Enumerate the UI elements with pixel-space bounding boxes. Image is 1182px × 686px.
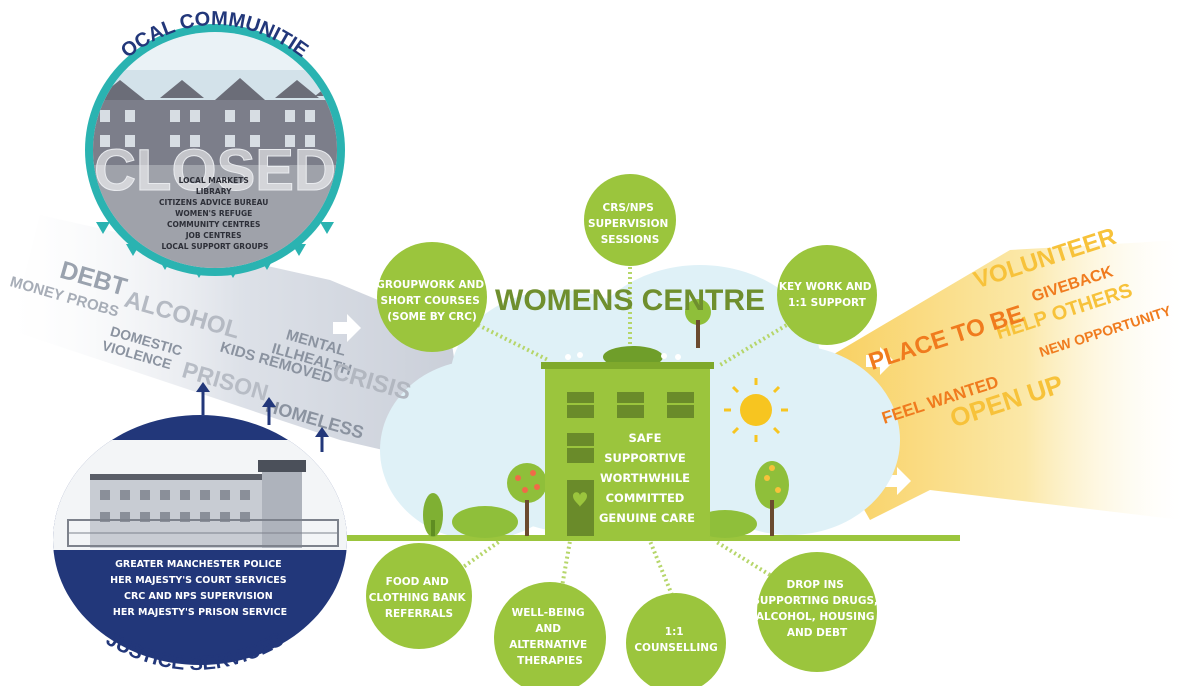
local-communities-circle: CLOSED LOCAL MARKETS LIBRARY CITIZENS AD… — [0, 0, 345, 278]
service-keywork: KEY WORK AND 1:1 SUPPORT — [777, 245, 877, 345]
svg-text:DROP INS SUPPORTING DRUG: DROP INS SUPPORTING DRUGS, ALCOHOL, HOUS… — [752, 579, 881, 639]
problems-arrow — [10, 215, 470, 470]
closed-overlay: CLOSED — [94, 138, 336, 203]
svg-text:GROUPWORK AND SHORT COUR: GROUPWORK AND SHORT COURSES (SOME BY CRC… — [376, 279, 488, 323]
centre-title: WOMENS CENTRE — [495, 284, 765, 317]
justice-services-list: GREATER MANCHESTER POLICE HER MAJESTY'S … — [110, 559, 290, 618]
value-safe: SAFE — [629, 431, 662, 445]
heart-icon — [573, 492, 587, 507]
svg-text:WELL-BEING AND ALT: WELL-BEING AND ALTERNATIVE THERAPIES — [509, 607, 591, 667]
value-supportive: SUPPORTIVE — [604, 451, 686, 465]
service-groupwork: GROUPWORK AND SHORT COURSES (SOME BY CRC… — [376, 242, 488, 352]
service-counselling: 1:1 COUNSELLING — [626, 593, 726, 686]
svg-text:KEY WORK AND 1:1 SUPPORT: KEY WORK AND 1:1 SUPPORT — [779, 281, 875, 309]
arrow-icon — [333, 314, 361, 342]
service-crs: CRS/NPS SUPERVISION SESSIONS — [584, 174, 676, 266]
justice-services-circle: GREATER MANCHESTER POLICE HER MAJESTY'S … — [53, 382, 347, 675]
connector-lines — [450, 262, 797, 599]
local-communities-list: LOCAL MARKETS LIBRARY CITIZENS ADVICE BU… — [159, 176, 271, 251]
service-wellbeing: WELL-BEING AND ALTERNATIVE THERAPIES — [494, 582, 606, 686]
sun-icon — [724, 378, 788, 442]
arrow-up-icon — [196, 382, 329, 437]
ground-line — [345, 535, 960, 541]
service-food: FOOD AND CLOTHING BANK REFERRALS — [366, 543, 472, 649]
value-committed: COMMITTED — [606, 491, 685, 505]
womens-centre-building: SAFE SUPPORTIVE WORTHWHILE COMMITTED GEN… — [541, 362, 714, 536]
arrow-icon — [866, 347, 894, 375]
arrow-icon — [883, 467, 911, 495]
svg-text:CRS/NPS SUPERVISION: CRS/NPS SUPERVISION SESSIONS — [588, 202, 672, 246]
centre-values: SAFE SUPPORTIVE WORTHWHILE COMMITTED GEN… — [599, 431, 695, 525]
svg-text:FOOD AND CLOTHING BANK: FOOD AND CLOTHING BANK REFERRALS — [369, 576, 470, 620]
service-dropins: DROP INS SUPPORTING DRUGS, ALCOHOL, HOUS… — [752, 552, 881, 672]
value-genuine-care: GENUINE CARE — [599, 511, 695, 525]
value-worthwhile: WORTHWHILE — [600, 471, 690, 485]
svg-text:1:1 COUNSELLING: 1:1 COUNSELLING — [634, 626, 717, 654]
